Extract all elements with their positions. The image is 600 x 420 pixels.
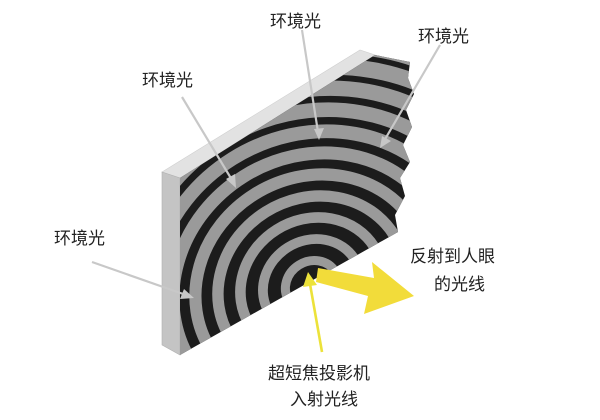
reflected-label-line1: 反射到人眼 [410,247,495,267]
fresnel-groove [212,190,399,341]
ambient-label-left: 环境光 [54,229,105,249]
screen-panel [161,49,414,356]
fresnel-groove [180,146,414,355]
ambient-arrow-upper-left [181,96,236,188]
ambient-arrow-top-right [380,44,441,148]
projector-label-line1: 超短焦投影机 [268,364,370,384]
reflected-label-line2: 的光线 [434,275,485,295]
ambient-label-top-right: 环境光 [418,27,469,47]
ambient-label-upper-left: 环境光 [142,71,193,91]
ambient-arrow-top [300,29,324,140]
incident-light-arrow [303,272,324,353]
ambient-arrows [91,29,441,299]
fresnel-grooves [180,55,414,355]
fresnel-groove [280,256,339,303]
ambient-label-top: 环境光 [270,12,321,32]
projector-label-line2: 入射光线 [290,390,358,410]
ambient-arrow-left [91,260,194,299]
reflected-light-arrow [316,262,414,314]
screen-left-edge [161,171,181,356]
fresnel-groove [189,168,414,353]
fresnel-groove [180,124,414,355]
fresnel-groove [235,212,379,328]
fresnel-groove [258,234,359,316]
